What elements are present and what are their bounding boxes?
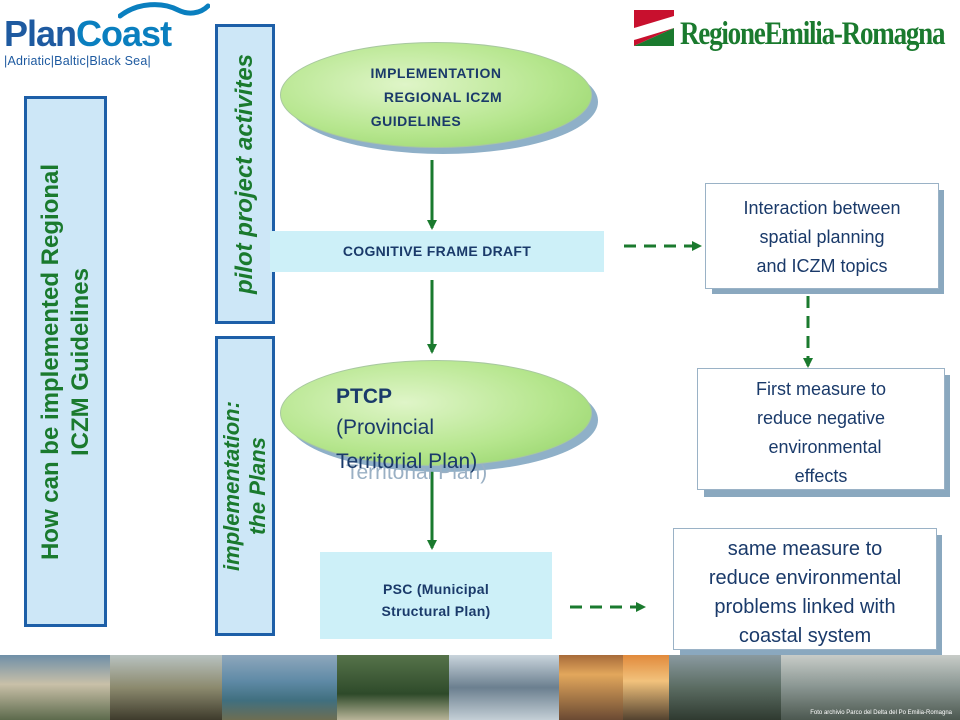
same-measure-text: same measure to reduce environmental pro… — [674, 535, 936, 651]
cognitive-frame-box: COGNITIVE FRAME DRAFT — [270, 231, 604, 272]
interaction-line-2: spatial planning — [759, 227, 885, 247]
interaction-text: Interaction between spatial planning and… — [706, 194, 938, 281]
photo-river-bend — [669, 655, 781, 720]
guidelines-line-1: IMPLEMENTATION — [370, 65, 502, 81]
logo-tagline: |Adriatic|Baltic|Black Sea| — [4, 54, 151, 68]
photo-sunset-trees — [559, 655, 623, 720]
same-measure-box: same measure to reduce environmental pro… — [673, 528, 937, 650]
first-measure-line-4: effects — [794, 466, 848, 486]
ptcp-line-2-shadow: Territorial Plan) — [346, 461, 488, 484]
same-measure-line-3: problems linked with — [714, 596, 896, 618]
pilot-project-panel: pilot project activites — [215, 24, 275, 324]
first-measure-line-2: reduce negative — [756, 408, 886, 428]
same-measure-line-2: reduce environmental — [708, 567, 902, 589]
interaction-line-1: Interaction between — [743, 198, 901, 218]
guidelines-line-3: GUIDELINES — [370, 113, 462, 129]
first-measure-box: First measure to reduce negative environ… — [697, 368, 945, 490]
ptcp-line-2: Territorial Plan) — [336, 450, 478, 473]
logo-word-coast: Coast — [76, 13, 172, 54]
first-measure-line-3: environmental — [768, 437, 882, 457]
implementation-panel: implementation: the Plans — [215, 336, 275, 636]
ptcp-ellipse — [280, 360, 592, 466]
psc-line-2: Structural Plan) — [381, 603, 491, 619]
same-measure-line-1: same measure to — [727, 538, 883, 560]
psc-box: PSC (Municipal Structural Plan) — [320, 552, 552, 639]
region-name: RegioneEmilia-Romagna — [680, 16, 946, 52]
ptcp-title: PTCP — [336, 385, 393, 408]
photo-fishing-nets: Foto archivio Parco del Delta del Po Emi… — [781, 655, 960, 720]
first-measure-line-1: First measure to — [755, 379, 887, 399]
photo-aerial-coast — [222, 655, 337, 720]
guidelines-ellipse: IMPLEMENTATION REGIONAL ICZM GUIDELINES — [280, 42, 592, 148]
same-measure-line-4: coastal system — [738, 625, 872, 647]
cognitive-frame-label: COGNITIVE FRAME DRAFT — [342, 243, 532, 259]
region-flag-icon — [634, 10, 674, 46]
interaction-box: Interaction between spatial planning and… — [705, 183, 939, 289]
psc-label: PSC (Municipal Structural Plan) — [320, 578, 552, 622]
first-measure-text: First measure to reduce negative environ… — [698, 375, 944, 491]
photo-pine-forest — [337, 655, 449, 720]
guidelines-line-2: REGIONAL ICZM — [383, 89, 503, 105]
photo-sunset-sea — [623, 655, 669, 720]
photo-strip: Foto archivio Parco del Delta del Po Emi… — [0, 655, 960, 720]
wave-icon — [118, 2, 210, 19]
ptcp-line-1: (Provincial — [336, 416, 435, 439]
interaction-line-3: and ICZM topics — [756, 256, 888, 276]
photo-credit: Foto archivio Parco del Delta del Po Emi… — [810, 710, 952, 716]
guidelines-question-panel: How can be implemented Regional ICZM Gui… — [24, 96, 107, 627]
photo-wetland-tower — [0, 655, 110, 720]
photo-reeds — [110, 655, 222, 720]
logo-word-plan: Plan — [4, 13, 77, 54]
photo-birds-water — [449, 655, 559, 720]
psc-line-1: PSC (Municipal — [382, 581, 490, 597]
guidelines-text: IMPLEMENTATION REGIONAL ICZM GUIDELINES — [281, 61, 591, 133]
plancoast-logo: PlanCoast — [4, 13, 172, 54]
